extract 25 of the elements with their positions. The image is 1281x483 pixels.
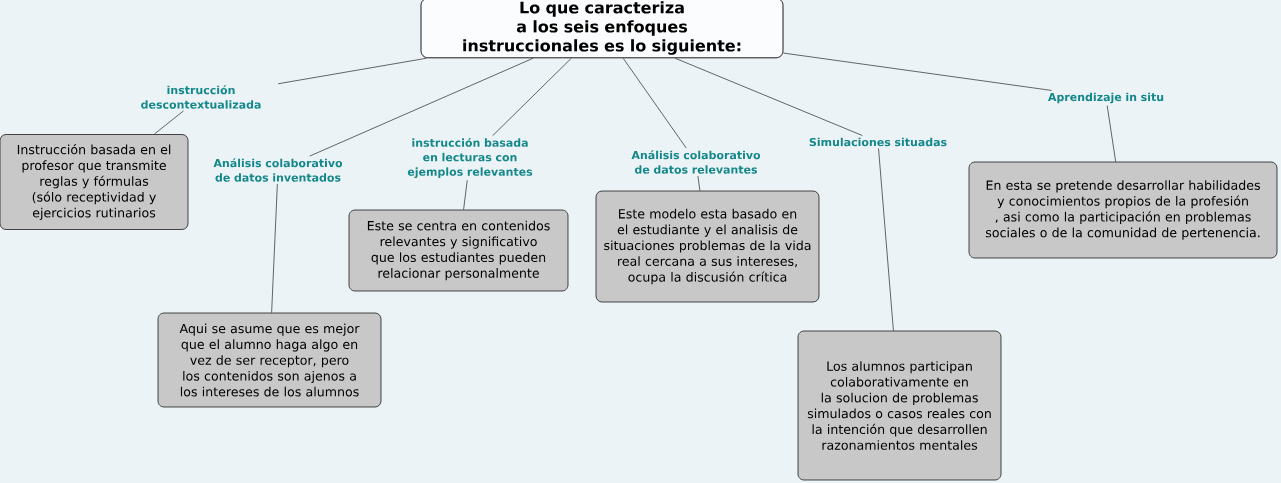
concept-box: Instrucción basada en el profesor que transmite reglas y fórmulas (sólo receptividad y ejercicios rutinarios bbox=[0, 134, 189, 230]
linking-phrase: instrucción basada en lecturas con ejemplos relevantes bbox=[407, 137, 533, 179]
connector-line bbox=[277, 57, 427, 85]
linking-phrase: Aprendizaje in situ bbox=[1048, 92, 1164, 104]
concept-box: Este se centra en contenidos relevantes y significativo que los estudiantes pueden relacionar personalmente bbox=[348, 209, 569, 292]
connector-line bbox=[309, 57, 534, 157]
connector-line bbox=[674, 57, 863, 136]
connector-line bbox=[153, 110, 184, 135]
connector-line bbox=[622, 57, 687, 149]
connector-line bbox=[1106, 105, 1116, 162]
connector-line bbox=[878, 148, 894, 331]
connector-line bbox=[783, 52, 1052, 91]
connector-line bbox=[463, 179, 468, 210]
connector-line bbox=[271, 183, 278, 313]
connector-line bbox=[697, 175, 701, 191]
concept-box: En esta se pretende desarrollar habilidades y conocimientos propios de la profesión , asi como la participación en problemas sociales o de la comunidad de pertenencia. bbox=[968, 161, 1278, 259]
concept-box: Aqui se asume que es mejor que el alumno haga algo en vez de ser receptor, pero los contenidos son ajenos a los intereses de los alumnos bbox=[157, 312, 382, 408]
concept-box: Los alumnos participan colaborativamente en la solucion de problemas simulados o casos reales con la intención que desarrollen razonamientos mentales bbox=[797, 330, 1002, 481]
connector-line bbox=[492, 57, 572, 137]
linking-phrase: Análisis colaborativo de datos inventados bbox=[213, 158, 343, 182]
linking-phrase: Análisis colaborativo de datos relevantes bbox=[631, 150, 761, 174]
main-concept-box: Lo que caracteriza a los seis enfoques instruccionales es lo siguiente: bbox=[420, 0, 784, 59]
concept-box: Este modelo esta basado en el estudiante y el analisis de situaciones problemas de la vida real cercana a sus intereses, ocupa la discusión crítica bbox=[595, 190, 820, 303]
linking-phrase: instrucción descontextualizada bbox=[141, 85, 261, 109]
linking-phrase: Simulaciones situadas bbox=[809, 137, 947, 147]
